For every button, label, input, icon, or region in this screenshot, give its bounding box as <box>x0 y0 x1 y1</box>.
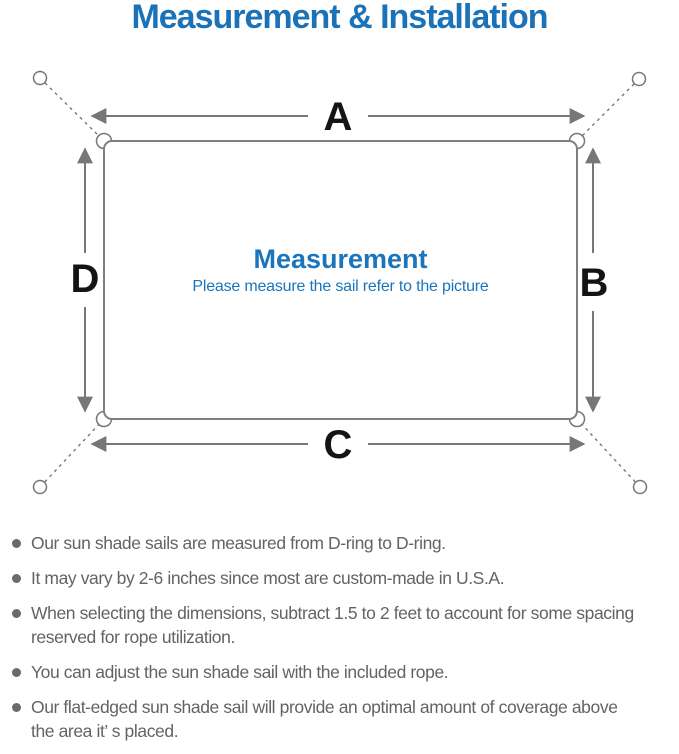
bullet-icon <box>12 609 21 618</box>
measurement-diagram: A B C D <box>32 70 648 495</box>
anchor-ring-icon-bottom-left <box>32 479 48 495</box>
rope-dashed-line-bottom-right <box>576 418 641 488</box>
note-line: reserved for rope utilization. <box>31 627 235 647</box>
dimension-label-b: B <box>580 261 609 305</box>
measurement-subtitle: Please measure the sail refer to the pic… <box>192 278 489 295</box>
note-line: Our sun shade sails are measured from D-… <box>31 533 446 553</box>
anchor-ring-icon-top-right <box>631 71 647 87</box>
rope-dashed-line-bottom-left <box>39 418 105 488</box>
rope-dashed-line-top-left <box>39 77 105 142</box>
shade-sail-outline <box>103 140 578 420</box>
measurement-heading: Measurement <box>253 244 428 274</box>
list-item: It may vary by 2-6 inches since most are… <box>12 566 672 590</box>
list-item: You can adjust the sun shade sail with t… <box>12 660 672 684</box>
anchor-ring-icon-top-left <box>32 70 48 86</box>
dimension-label-a: A <box>324 95 353 139</box>
list-item: When selecting the dimensions, subtract … <box>12 601 672 649</box>
list-item: Our flat-edged sun shade sail will provi… <box>12 695 672 743</box>
bullet-icon <box>12 668 21 677</box>
note-line: You can adjust the sun shade sail with t… <box>31 662 449 682</box>
note-line: the area it’ s placed. <box>31 721 179 741</box>
dimension-label-d: D <box>71 257 100 301</box>
anchor-ring-icon-bottom-right <box>632 479 648 495</box>
list-item: Our sun shade sails are measured from D-… <box>12 531 672 555</box>
note-line: When selecting the dimensions, subtract … <box>31 603 634 623</box>
sail-center-text: Measurement Please measure the sail refe… <box>104 244 577 298</box>
rope-dashed-line-top-right <box>576 78 640 142</box>
page-title: Measurement & Installation <box>131 0 548 36</box>
note-line: It may vary by 2-6 inches since most are… <box>31 568 505 588</box>
notes-list: Our sun shade sails are measured from D-… <box>12 531 672 754</box>
note-line: Our flat-edged sun shade sail will provi… <box>31 697 618 717</box>
bullet-icon <box>12 574 21 583</box>
bullet-icon <box>12 539 21 548</box>
bullet-icon <box>12 703 21 712</box>
dimension-label-c: C <box>324 423 353 467</box>
